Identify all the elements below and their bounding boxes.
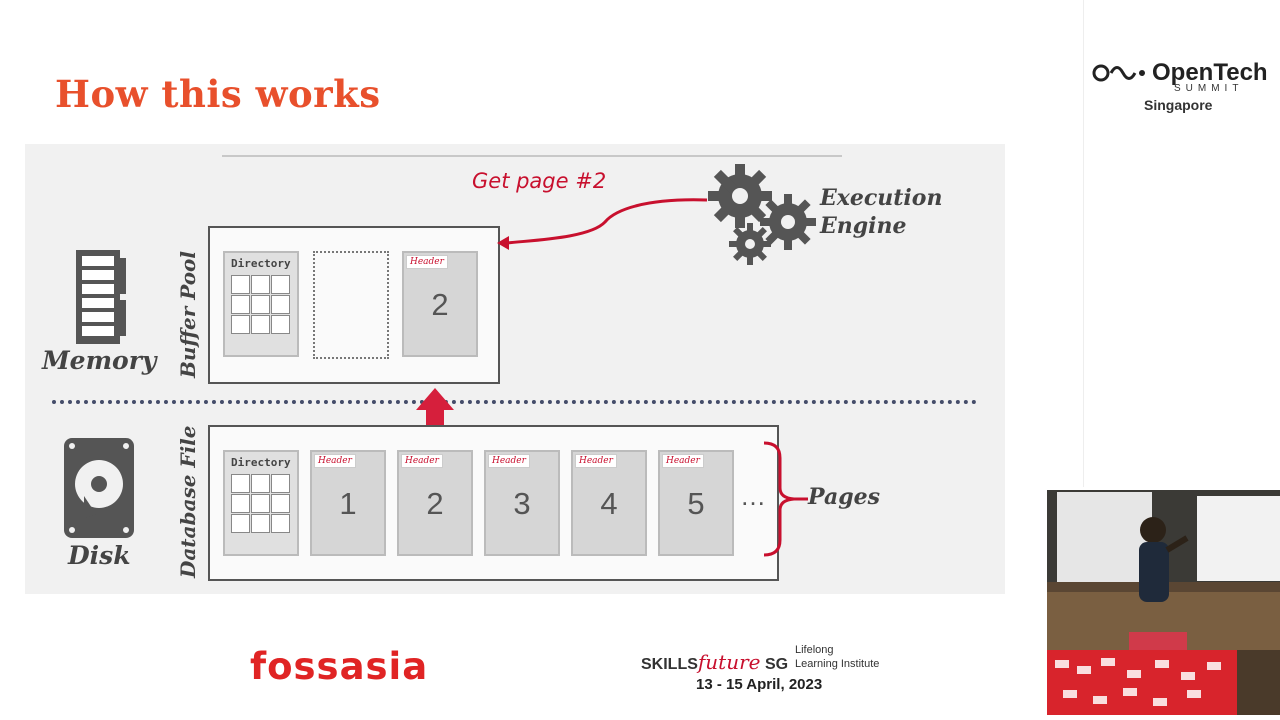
memory-disk-divider xyxy=(52,400,977,404)
institute-line2: Learning Institute xyxy=(795,658,880,670)
branding-panel xyxy=(1083,0,1280,487)
buffer-page-2: Header 2 xyxy=(402,251,478,357)
top-rule xyxy=(222,155,842,157)
execution-engine-label: Execution Engine xyxy=(820,184,942,240)
speaker-video-image xyxy=(1047,490,1280,715)
directory-grid xyxy=(231,474,291,533)
page-number: 3 xyxy=(513,486,531,521)
speaker-video-feed xyxy=(1047,490,1280,715)
disk-label: Disk xyxy=(68,541,131,570)
page-number: 5 xyxy=(687,486,705,521)
file-page-5: Header 5 xyxy=(658,450,734,556)
page-header-tag: Header xyxy=(314,454,356,468)
database-file-label: Database File xyxy=(176,425,200,578)
file-page-1: Header 1 xyxy=(310,450,386,556)
file-directory-page: Directory xyxy=(223,450,299,556)
buffer-directory-page: Directory xyxy=(223,251,299,357)
memory-label: Memory xyxy=(42,346,157,375)
skills-prefix: SKILLS xyxy=(641,656,698,673)
buffer-pool-label: Buffer Pool xyxy=(176,251,200,378)
pages-brace-icon xyxy=(763,441,808,557)
fossasia-logo: fossasia xyxy=(250,645,429,688)
institute-line1: Lifelong xyxy=(795,644,834,656)
request-arrow-icon xyxy=(497,198,708,250)
file-page-4: Header 4 xyxy=(571,450,647,556)
directory-label: Directory xyxy=(231,456,291,469)
summit-logo-text: OpenTech xyxy=(1152,59,1268,86)
location-label: Singapore xyxy=(1144,97,1213,113)
engine-label-line2: Engine xyxy=(820,213,907,239)
more-pages-ellipsis: … xyxy=(740,481,766,511)
skills-future: future xyxy=(697,650,761,674)
event-dates: 13 - 15 April, 2023 xyxy=(696,676,823,693)
page-header-tag: Header xyxy=(662,454,704,468)
page-number: 2 xyxy=(431,287,449,322)
lifelong-learning-label: Lifelong Learning Institute xyxy=(795,643,879,671)
file-page-3: Header 3 xyxy=(484,450,560,556)
pages-label: Pages xyxy=(808,484,880,510)
skillsfuture-logo: SKILLSfuture SG xyxy=(641,650,788,674)
skills-suffix: SG xyxy=(760,656,789,673)
file-page-2: Header 2 xyxy=(397,450,473,556)
page-header-tag: Header xyxy=(488,454,530,468)
gears-icon xyxy=(708,164,816,265)
ots-logo-mark-icon xyxy=(1092,64,1145,82)
page-header-tag: Header xyxy=(406,255,448,269)
get-page-request-label: Get page #2 xyxy=(472,169,607,193)
page-number: 1 xyxy=(339,486,357,521)
page-header-tag: Header xyxy=(401,454,443,468)
slide-title: How this works xyxy=(55,72,381,116)
page-number: 2 xyxy=(426,486,444,521)
disk-icon xyxy=(64,438,134,538)
page-header-tag: Header xyxy=(575,454,617,468)
directory-grid xyxy=(231,275,291,334)
summit-subtitle: SUMMIT xyxy=(1174,83,1244,94)
memory-chip-icon xyxy=(76,250,126,344)
engine-label-line1: Execution xyxy=(820,185,943,211)
empty-frame-slot xyxy=(313,251,389,359)
load-arrow-icon xyxy=(416,388,454,440)
directory-label: Directory xyxy=(231,257,291,270)
page-number: 4 xyxy=(600,486,618,521)
